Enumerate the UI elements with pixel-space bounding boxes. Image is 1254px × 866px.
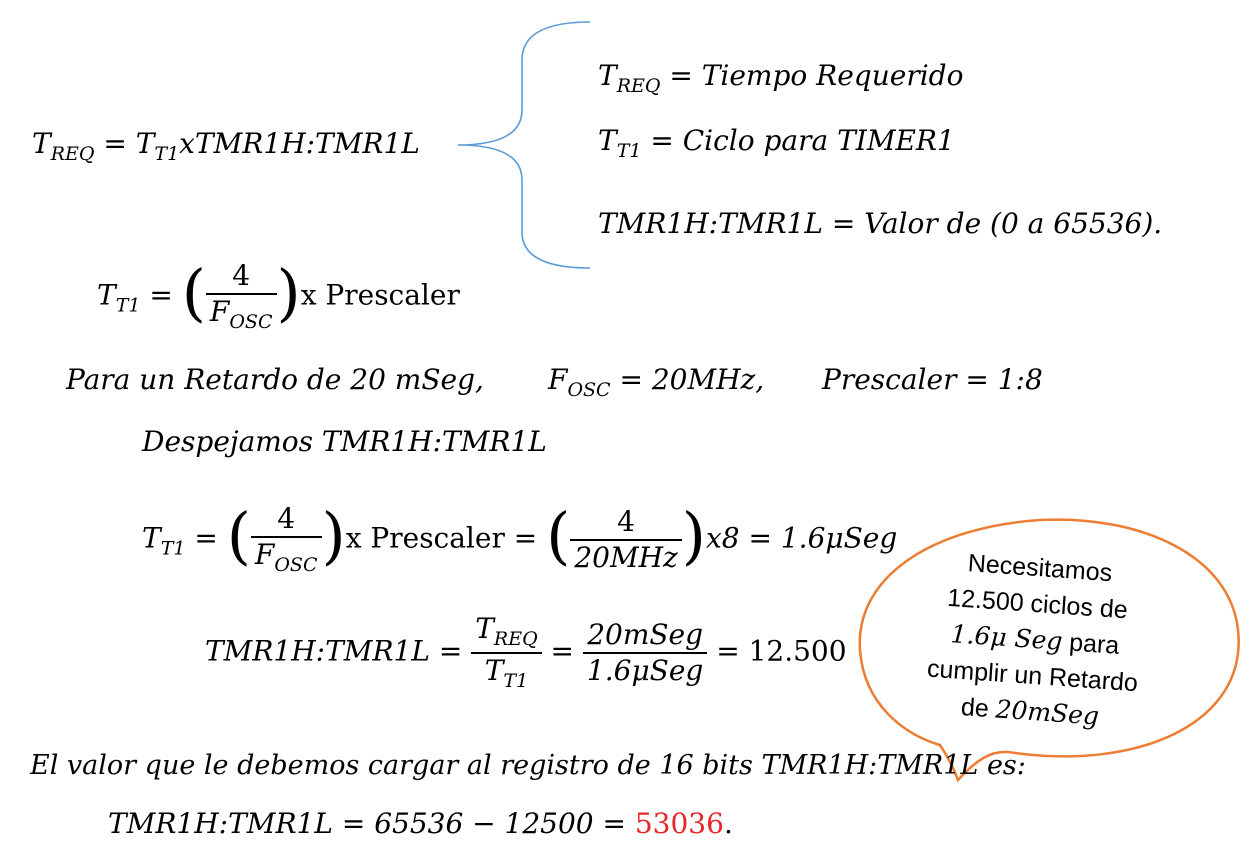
conclusion-text: El valor que le debemos cargar al regist… xyxy=(30,750,1026,781)
condition-prescaler: Prescaler = 1:8 xyxy=(822,363,1043,396)
despejamos-text: Despejamos TMR1H:TMR1L xyxy=(142,425,547,458)
condition-fosc: FOSC = 20MHz, xyxy=(548,363,765,401)
definition-tmr: TMR1H:TMR1L = Valor de (0 a 65536). xyxy=(598,207,1163,240)
definition-tt1: TT1 = Ciclo para TIMER1 xyxy=(598,124,955,162)
curly-brace xyxy=(457,21,591,269)
main-equation: TREQ = TT1xTMR1H:TMR1L xyxy=(32,127,420,165)
speech-bubble-text: Necesitamos 12.500 ciclos de 1.6μ Seg pa… xyxy=(884,540,1186,740)
speech-bubble xyxy=(858,518,1240,783)
definition-treq: TREQ = Tiempo Requerido xyxy=(598,59,964,97)
final-value: 53036 xyxy=(634,807,724,840)
condition-retardo: Para un Retardo de 20 mSeg, xyxy=(66,363,484,396)
final-result: TMR1H:TMR1L = 65536 − 12500 = 53036. xyxy=(108,807,733,840)
